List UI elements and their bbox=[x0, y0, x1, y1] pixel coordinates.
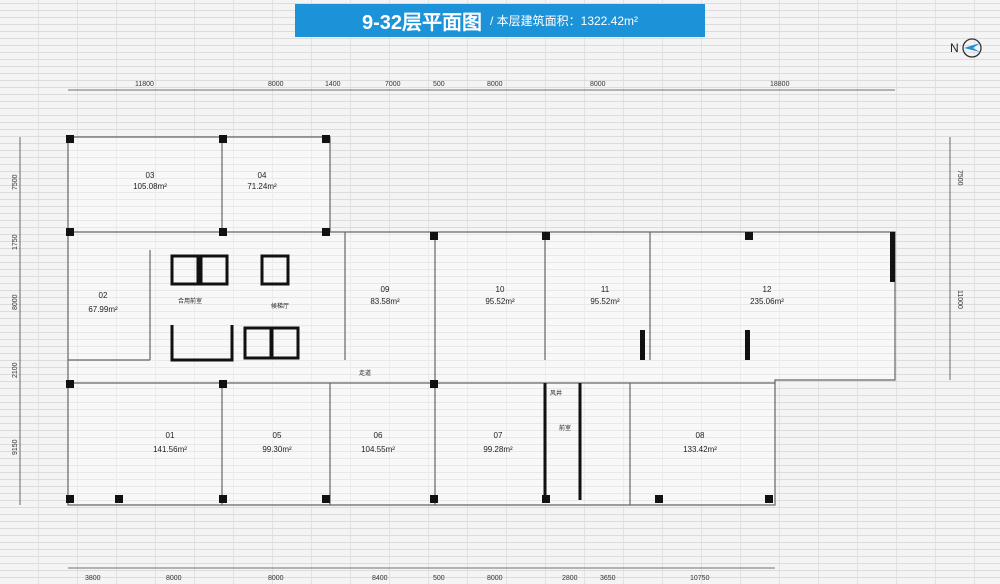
dim: 1750 bbox=[12, 234, 19, 250]
north-arrow-icon bbox=[962, 38, 982, 58]
north-label: N bbox=[950, 41, 959, 55]
unit-area: 99.28m² bbox=[483, 445, 513, 454]
compass: N bbox=[950, 37, 983, 59]
unit-id: 11 bbox=[601, 285, 610, 294]
dim: 500 bbox=[433, 81, 445, 88]
unit-area: 104.55m² bbox=[361, 445, 395, 454]
dim: 10750 bbox=[690, 575, 710, 582]
title-banner: 9-32层平面图 / 本层建筑面积：1322.42m² bbox=[295, 4, 705, 37]
dim: 1400 bbox=[325, 81, 341, 88]
anteroom-label: 前室 bbox=[559, 424, 571, 432]
columns bbox=[66, 135, 895, 503]
unit-area: 67.99m² bbox=[88, 305, 118, 314]
left-dimensions: 7500 1750 8000 2100 9150 bbox=[12, 174, 19, 455]
dim: 8000 bbox=[590, 81, 606, 88]
unit-area: 95.52m² bbox=[485, 297, 515, 306]
floor-title: 9-32层平面图 bbox=[361, 12, 482, 34]
dim: 8400 bbox=[372, 575, 388, 582]
unit-id: 01 bbox=[166, 431, 175, 440]
dim: 500 bbox=[433, 575, 445, 582]
unit-id: 06 bbox=[374, 431, 383, 440]
dim: 3650 bbox=[600, 575, 616, 582]
dim: 7500 bbox=[956, 170, 963, 186]
dim: 2100 bbox=[12, 362, 19, 378]
dim: 7000 bbox=[385, 81, 401, 88]
unit-id: 07 bbox=[494, 431, 503, 440]
unit-area: 83.58m² bbox=[370, 297, 400, 306]
unit-id: 02 bbox=[99, 291, 108, 300]
dim: 8000 bbox=[166, 575, 182, 582]
unit-id: 12 bbox=[763, 285, 772, 294]
unit-id: 10 bbox=[496, 285, 505, 294]
unit-area: 235.06m² bbox=[750, 297, 784, 306]
dim: 2800 bbox=[562, 575, 578, 582]
unit-id: 04 bbox=[258, 171, 267, 180]
dim: 9150 bbox=[12, 439, 19, 455]
top-dimensions: 11800 8000 1400 7000 500 8000 8000 18800 bbox=[135, 81, 790, 88]
dim: 8000 bbox=[268, 575, 284, 582]
elevator-hall-label: 候梯厅 bbox=[271, 302, 289, 310]
dim: 8000 bbox=[12, 294, 19, 310]
dim: 3800 bbox=[85, 575, 101, 582]
walls bbox=[67, 136, 896, 506]
unit-area: 71.24m² bbox=[247, 182, 277, 191]
unit-area: 99.30m² bbox=[262, 445, 292, 454]
shaft-label: 风井 bbox=[550, 389, 562, 397]
unit-area: 105.08m² bbox=[133, 182, 167, 191]
unit-id: 05 bbox=[273, 431, 282, 440]
dim: 11000 bbox=[956, 290, 963, 309]
dim: 11800 bbox=[135, 81, 154, 88]
right-dimensions: 7500 11000 bbox=[956, 170, 963, 309]
unit-id: 03 bbox=[146, 171, 155, 180]
shared-lobby-label: 合用前室 bbox=[178, 297, 202, 305]
dim: 18800 bbox=[770, 81, 790, 88]
elevator-core bbox=[170, 254, 582, 500]
unit-labels: 03 105.08m² 04 71.24m² 02 67.99m² 09 83.… bbox=[88, 171, 784, 454]
floor-area: / 本层建筑面积：1322.42m² bbox=[489, 14, 639, 28]
dim: 7500 bbox=[12, 174, 19, 190]
unit-id: 08 bbox=[696, 431, 705, 440]
bottom-dimensions: 3800 8000 8000 8400 500 8000 2800 3650 1… bbox=[85, 575, 710, 582]
space-labels: 合用前室 候梯厅 走道 风井 前室 bbox=[178, 297, 571, 432]
unit-area: 95.52m² bbox=[590, 297, 620, 306]
corridor-label: 走道 bbox=[359, 369, 371, 377]
dim: 8000 bbox=[487, 81, 503, 88]
dimension-lines bbox=[19, 89, 951, 569]
dim: 8000 bbox=[268, 81, 284, 88]
unit-area: 133.42m² bbox=[683, 445, 717, 454]
unit-id: 09 bbox=[381, 285, 390, 294]
unit-area: 141.56m² bbox=[153, 445, 187, 454]
dim: 8000 bbox=[487, 575, 503, 582]
